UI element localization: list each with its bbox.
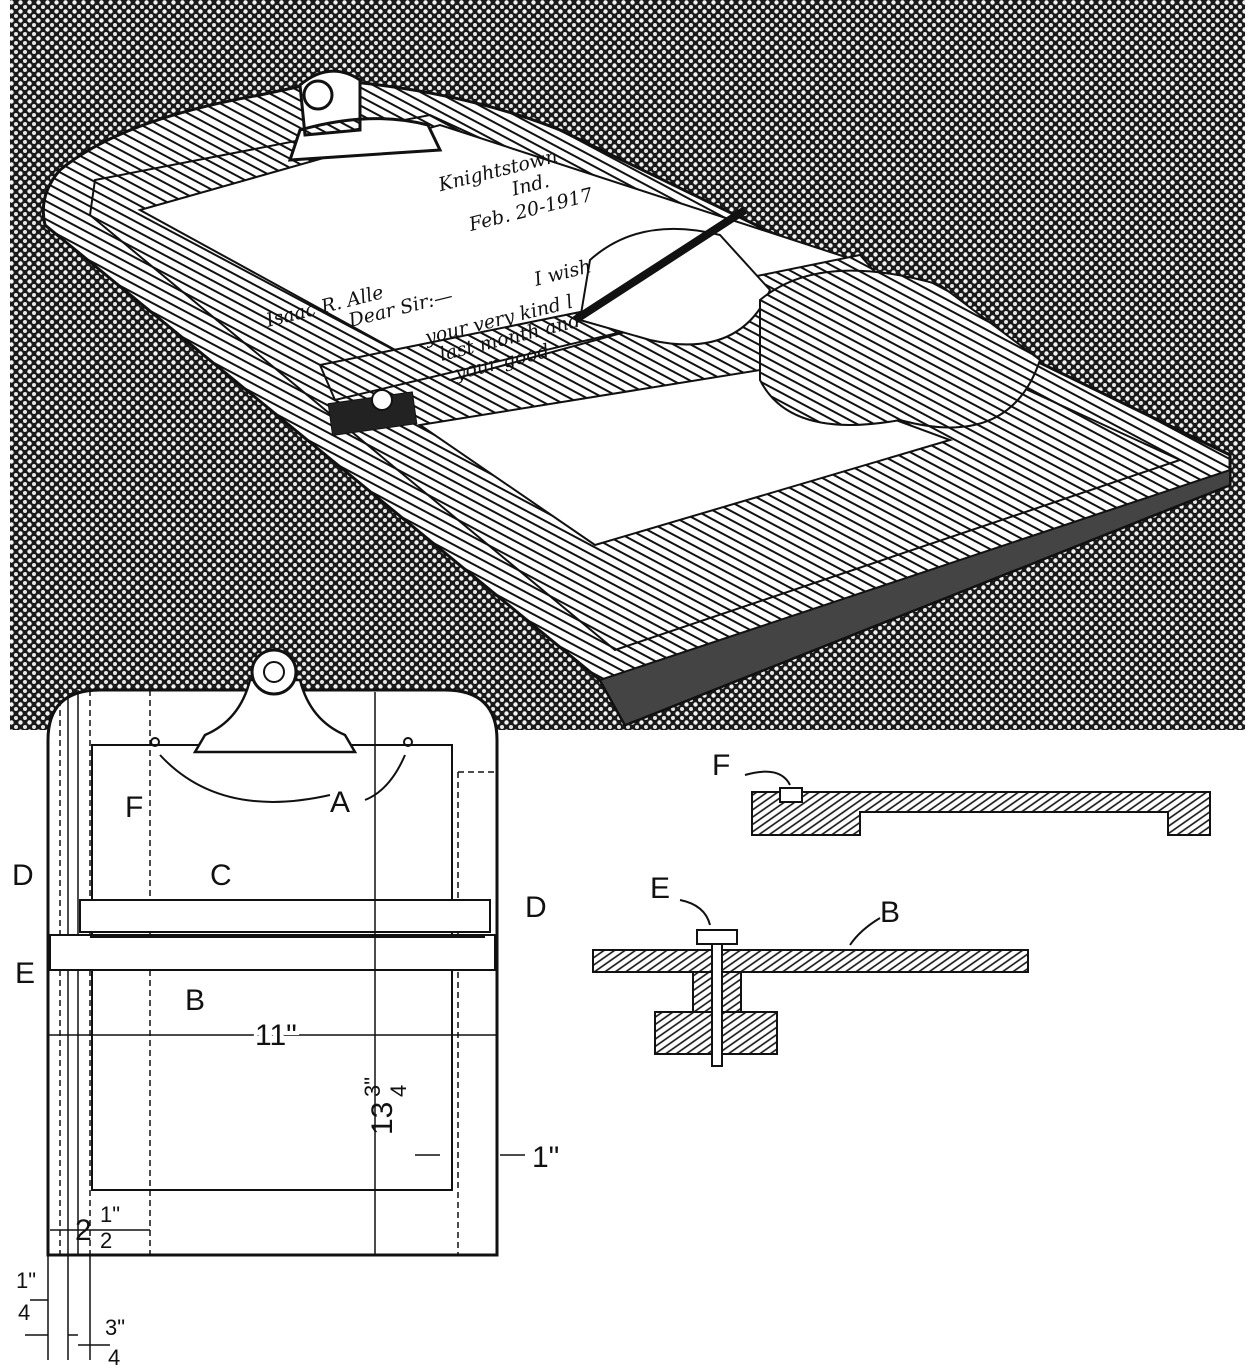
clip-ring [302,79,334,111]
label-a: A [330,786,350,819]
dim-quarter-num: 1" [16,1268,36,1293]
section-e-label-e: E [650,872,670,905]
handwritten-letter: Knightstown Ind. Feb. 20-1917 Isaac R. A… [263,145,596,385]
label-b: B [185,984,205,1017]
plan-clip [192,678,358,754]
label-e: E [15,957,35,990]
guide-c [79,899,491,933]
dim-left-den: 2 [100,1228,112,1253]
dim-quarter-den: 4 [18,1300,30,1325]
label-d-left: D [12,859,34,892]
plan-view-labels: A B C D D E F 11" 13 3" 4 1" 2 1" 2 1" 4… [12,786,559,1370]
label-c: C [210,859,232,892]
dim-left-whole: 2 [75,1214,92,1247]
section-e: E B [592,872,1029,1067]
dim-height-whole: 13 [366,1102,399,1135]
section-f: F [712,749,1211,836]
sleeve [759,269,1042,429]
pencil [572,206,748,324]
plan-view [25,648,525,1360]
thumb-screw [371,389,393,411]
label-f: F [125,791,143,824]
label-d-right: D [525,891,547,924]
board-outline [46,688,499,1257]
bar-b [49,934,496,971]
perspective-illustration: Knightstown Ind. Feb. 20-1917 Isaac R. A… [10,0,1245,730]
dim-height: 13 3" 4 [360,1077,411,1135]
dim-three-quarter-den: 4 [108,1345,120,1370]
slide-block [327,391,418,436]
dim-height-num: 3" [360,1077,385,1097]
dim-width: 11" [255,1019,297,1052]
section-f-label: F [712,749,730,782]
dim-left-num: 1" [100,1202,120,1227]
board-front-edge [598,468,1231,727]
dim-height-den: 4 [386,1085,411,1097]
writing-hand [578,227,772,346]
dim-margin-right: 1" [532,1141,559,1174]
section-e-label-b: B [880,896,900,929]
dim-three-quarter-num: 3" [105,1315,125,1340]
plan-clip-ring [250,648,298,696]
